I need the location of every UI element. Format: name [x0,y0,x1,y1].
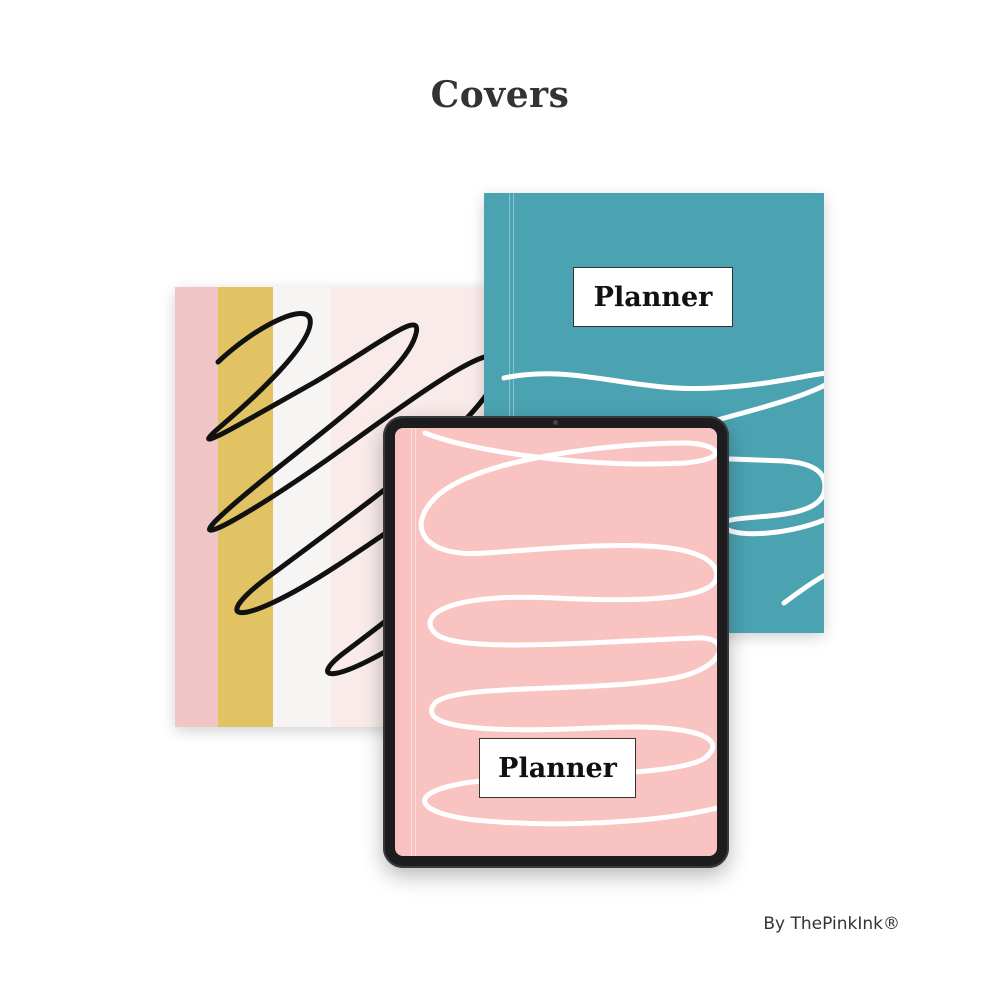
planner-label: Planner [573,267,733,327]
tablet-device: Planner [383,416,729,868]
offwhite-stripe [273,287,331,727]
camera-icon [553,420,558,425]
planner-label: Planner [479,738,636,798]
pink-stripe [175,287,218,727]
page-title: Covers [430,74,570,116]
spine-line [513,193,514,633]
tablet-pink-cover: Planner [395,428,717,856]
spine-line [509,193,510,633]
spine-line [415,428,416,856]
brand-credit: By ThePinkInk® [763,914,900,934]
spine-line [411,428,412,856]
